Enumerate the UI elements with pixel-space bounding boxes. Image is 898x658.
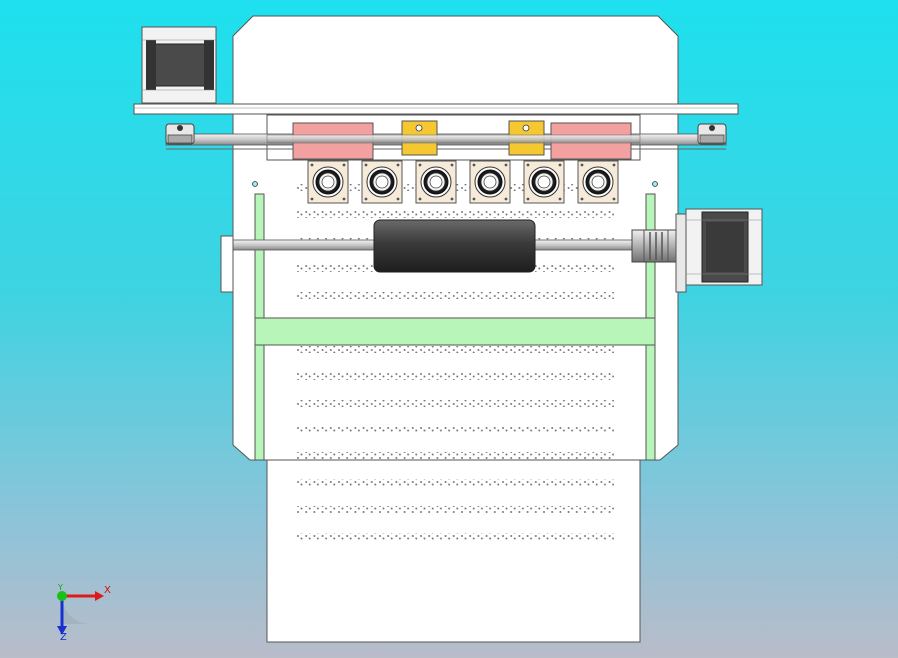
bearing-housing: [577, 160, 619, 204]
bearing-housing: [415, 160, 457, 204]
perforation-row: [296, 373, 614, 380]
axis-triad: X Y Z: [57, 583, 111, 643]
axis-y-label: Y: [57, 583, 63, 592]
stepper-motor-left: [141, 26, 217, 104]
perforation-row: [296, 452, 614, 459]
shaft-bracket-left: [220, 235, 234, 293]
bearing-housing: [307, 160, 349, 204]
motor-mount-right: [675, 213, 687, 293]
drive-roller: [373, 219, 536, 273]
stepper-motor-right: [685, 208, 763, 286]
perforation-row: [296, 346, 614, 353]
perforation-row: [296, 533, 614, 540]
locating-pin-right: [652, 181, 658, 187]
shaft-clamp-left: [165, 123, 195, 145]
axis-x-label: X: [104, 585, 111, 596]
bearing-housings: [307, 160, 619, 204]
perforation-row: [296, 211, 614, 218]
perforation-row: [296, 506, 614, 513]
perforation-row: [296, 479, 614, 486]
locating-pin-left: [252, 181, 258, 187]
axis-z-label: Z: [60, 632, 67, 643]
perforation-row: [296, 426, 614, 433]
bearing-housing: [469, 160, 511, 204]
green-crossbar: [254, 317, 656, 346]
perforation-row: [296, 400, 614, 407]
shaft-clamp-right: [697, 123, 727, 145]
top-cross-plate: [133, 103, 739, 115]
bearing-housing: [361, 160, 403, 204]
perforation-row: [296, 292, 614, 299]
shaft-coupler: [631, 229, 679, 263]
bearing-housing: [523, 160, 565, 204]
